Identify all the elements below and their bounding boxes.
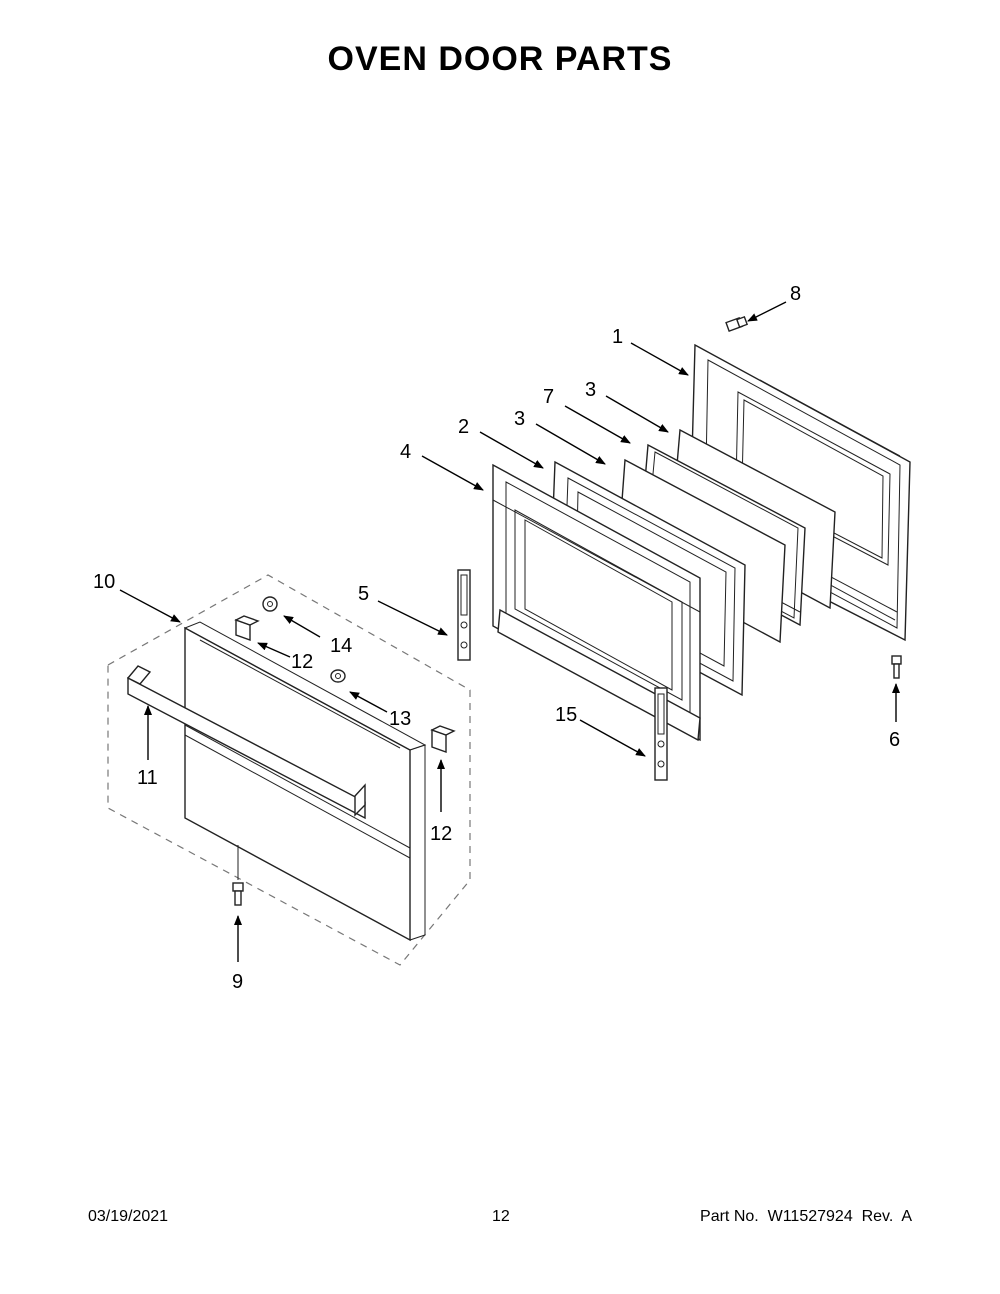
part-bracket-upper xyxy=(234,615,260,641)
footer-date: 03/19/2021 xyxy=(88,1208,169,1225)
callout-labels: 1 2 3 3 4 5 6 7 8 9 10 11 12 12 13 14 15 xyxy=(93,283,900,993)
callout-7: 7 xyxy=(543,386,554,408)
callout-4: 4 xyxy=(400,441,411,463)
callout-1: 1 xyxy=(612,326,623,348)
leader-8 xyxy=(747,301,787,322)
leader-lines xyxy=(119,301,900,962)
page-title: OVEN DOOR PARTS xyxy=(327,40,673,78)
leader-1 xyxy=(630,342,689,376)
leader-5 xyxy=(377,600,448,636)
callout-15: 15 xyxy=(555,704,577,726)
callout-12a: 12 xyxy=(291,651,313,673)
footer-page-number: 12 xyxy=(492,1208,510,1225)
callout-11: 11 xyxy=(137,767,158,789)
part-hinge-left xyxy=(457,569,471,661)
part-bracket-lower xyxy=(430,725,456,753)
leader-7 xyxy=(564,405,631,444)
callout-14: 14 xyxy=(330,635,352,657)
leader-3b xyxy=(605,395,669,433)
callout-6: 6 xyxy=(889,729,900,751)
part-screw-bottom-right xyxy=(891,655,902,679)
callout-13: 13 xyxy=(389,708,411,730)
leader-4 xyxy=(421,455,484,491)
callout-3a: 3 xyxy=(514,408,525,430)
part-nut-14 xyxy=(262,596,278,612)
callout-12b: 12 xyxy=(430,823,452,845)
leader-14 xyxy=(283,615,321,638)
part-door-handle xyxy=(126,665,366,820)
leader-10 xyxy=(119,589,181,623)
part-outer-door-panel xyxy=(183,621,427,942)
callout-9: 9 xyxy=(232,971,243,993)
part-screw-bottom-left xyxy=(232,845,244,906)
leader-2 xyxy=(479,431,544,469)
leader-15 xyxy=(579,719,646,757)
leader-13 xyxy=(349,691,388,713)
callout-3b: 3 xyxy=(585,379,596,401)
callout-10: 10 xyxy=(93,571,115,593)
footer-part-number: Part No. W11527924 Rev. A xyxy=(700,1208,912,1225)
leader-12a xyxy=(257,642,291,658)
part-hinge-right xyxy=(654,687,668,781)
part-screw-top xyxy=(725,315,749,332)
callout-8: 8 xyxy=(790,283,801,305)
part-nut-13 xyxy=(330,669,346,683)
part-outer-door-group xyxy=(107,574,471,966)
part-door-frame xyxy=(492,463,701,742)
callout-5: 5 xyxy=(358,583,369,605)
callout-2: 2 xyxy=(458,416,469,438)
leader-3a xyxy=(535,423,606,465)
